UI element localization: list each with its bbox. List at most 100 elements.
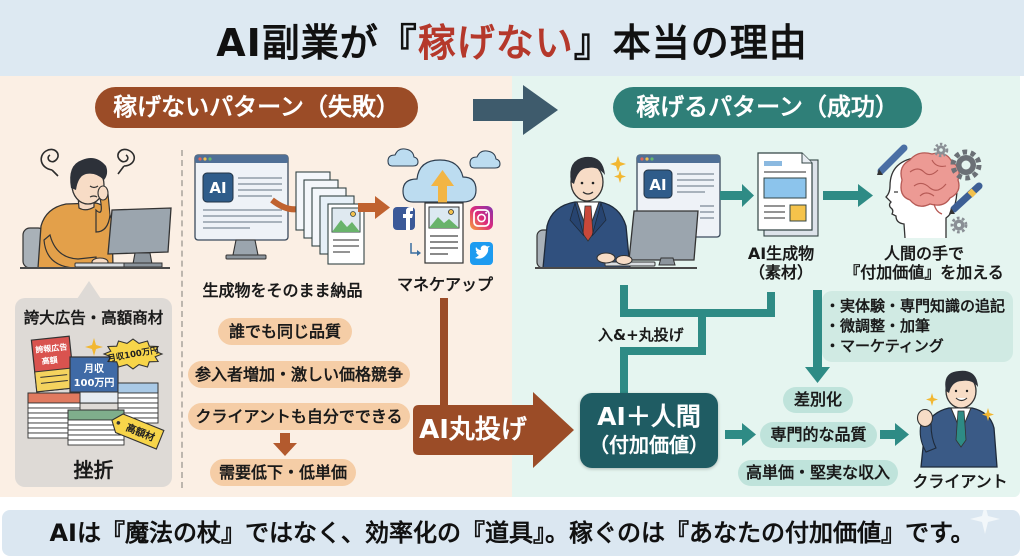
book-stack-left	[27, 392, 81, 439]
stack-page	[27, 402, 81, 409]
gear-hole	[957, 223, 961, 227]
arrow-shaft	[358, 203, 376, 212]
deliver-label: 生成物をそのまま納品	[202, 281, 363, 300]
footer-band	[2, 510, 1020, 556]
ai-badge	[202, 172, 234, 203]
gear-teeth	[933, 142, 949, 158]
screen-stand	[232, 239, 259, 256]
arrow-right-icon	[823, 184, 873, 207]
down-arrow-icon	[805, 290, 830, 383]
issue-tag: 誰でも同じ品質	[218, 318, 352, 345]
stack-page	[117, 397, 159, 404]
outcome-tag: 専門的な品質	[760, 422, 877, 448]
connector-label: 入&+丸投げ	[598, 326, 684, 344]
red-book-label-1: 誇報広告	[35, 341, 68, 354]
down-arrow-shaft	[813, 290, 822, 368]
monitor-stand	[132, 252, 153, 265]
stack-page	[117, 392, 159, 399]
title-prefix: AI副業が『	[216, 21, 418, 65]
document-icon	[757, 152, 819, 237]
window-dot-green	[208, 157, 212, 161]
issue-tag: 参入者増加・激しい価格競争	[188, 361, 410, 388]
hair	[945, 370, 978, 393]
screen-titlebar	[195, 155, 288, 163]
result-tag: 需要低下・低単価	[210, 459, 356, 486]
doc-fold	[801, 153, 812, 164]
ai-badge-label: AI	[209, 179, 226, 197]
post-sun	[448, 209, 454, 215]
title-band	[0, 0, 1024, 76]
facebook-glyph	[403, 207, 413, 230]
text-lines	[677, 173, 714, 219]
pen-tip	[949, 208, 955, 214]
success-header: 稼げるパターン（成功）	[613, 87, 922, 128]
doc-image-box	[763, 177, 807, 199]
red-book-band	[34, 367, 76, 393]
hair	[570, 156, 605, 184]
value-add-item: ・実体験・専門知識の追記	[825, 297, 1006, 315]
pen-icon	[949, 182, 983, 214]
footer-sparkle-icon	[970, 504, 1000, 534]
smile	[955, 397, 968, 402]
fist	[916, 408, 934, 428]
issue-tag: クライアントも自分でできる	[188, 403, 410, 430]
stress-swirl-icon	[40, 148, 59, 177]
hand	[596, 252, 616, 264]
page-title: AI副業が『稼げない』本当の理由	[0, 19, 1024, 67]
tie	[582, 205, 594, 242]
instagram-icon	[470, 206, 493, 230]
pen-band	[967, 188, 977, 198]
human-touch-label-line2: 『付加価値』を加える	[844, 263, 1004, 282]
connector-segment	[620, 309, 775, 317]
eye	[954, 389, 958, 393]
stress-swirl-icon	[117, 148, 136, 175]
pencil-tip	[877, 169, 883, 175]
blue-book: 月収 100万円	[69, 356, 119, 404]
doc-sun	[350, 211, 356, 217]
document-stack-icon	[295, 171, 365, 265]
arrow-right-icon	[725, 423, 756, 446]
human-touch-label-line1: 人間の手で	[883, 244, 964, 263]
stack-page	[117, 402, 159, 409]
monitor-base	[123, 262, 163, 268]
connector-lines	[620, 285, 775, 393]
sparkle-icon	[614, 170, 626, 183]
outcome-tag: 差別化	[783, 387, 853, 413]
red-book: 誇報広告 高額	[30, 335, 76, 393]
core-box-title: AI＋人間	[597, 402, 701, 431]
sparkle-icon	[982, 408, 994, 421]
frustrated-person-illustration	[20, 148, 172, 269]
cloud-upload-illustration	[387, 148, 501, 265]
card-pointer	[77, 281, 101, 299]
arrow-head	[375, 196, 390, 219]
stack-cover	[27, 392, 81, 404]
down-arrow-icon	[273, 433, 297, 456]
ai-plus-human-box: AI＋人間 （付加価値）	[580, 393, 718, 468]
screen-base	[225, 254, 267, 260]
price-tag: 高額材	[111, 413, 165, 450]
doc-mountain	[332, 220, 360, 232]
tie	[955, 410, 967, 448]
share-arrow-shaft	[410, 243, 418, 254]
material-label: AI生成物 （素材）	[741, 244, 821, 282]
upload-arrow-shaft	[438, 183, 447, 205]
window-dot-red	[640, 157, 644, 161]
title-suffix: 』本当の理由	[573, 21, 808, 65]
arrow-shaft	[880, 430, 896, 439]
instagram-frame	[473, 209, 490, 227]
arrow-head	[858, 184, 873, 207]
upload-arrow-icon	[431, 170, 454, 186]
post-mountain	[429, 217, 459, 228]
lapel	[569, 201, 585, 237]
down-arrow-head	[805, 367, 830, 383]
text-lines	[203, 177, 282, 229]
arrow-shaft	[725, 430, 743, 439]
material-label-line1: AI生成物	[747, 244, 815, 263]
smile	[582, 191, 594, 195]
connector-segment	[620, 347, 628, 393]
failure-flow-line	[440, 298, 448, 408]
closed-eye	[89, 185, 99, 189]
core-box-subtitle: （付加価値）	[589, 433, 709, 457]
pencil-icon	[877, 144, 908, 175]
